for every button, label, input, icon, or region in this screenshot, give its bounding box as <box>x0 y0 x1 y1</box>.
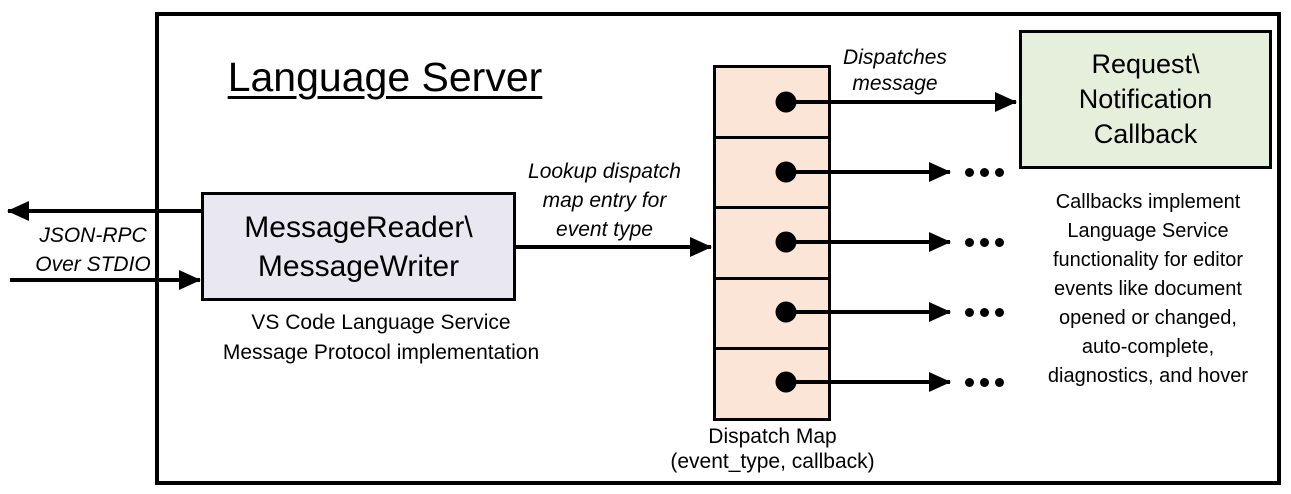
json-rpc-label: JSON-RPC Over STDIO <box>28 221 158 279</box>
dot-icon <box>980 168 989 177</box>
dispatches-message-label: Dispatches message <box>830 45 960 97</box>
json-rpc-label-line: Over STDIO <box>35 253 151 276</box>
callbacks-note-line: opened or changed, <box>1059 307 1237 329</box>
message-reader-label: MessageReader\ <box>244 210 473 244</box>
dispatches-label-line: message <box>852 72 938 95</box>
lookup-label-line: Lookup dispatch <box>528 160 681 183</box>
dot-icon <box>980 238 989 247</box>
dispatches-label-line: Dispatches <box>843 46 947 69</box>
dot-icon <box>980 308 989 317</box>
ellipsis-icon <box>965 168 1004 177</box>
dispatch-map-cell <box>716 68 828 139</box>
dispatch-map-caption-line: (event_type, callback) <box>670 450 875 473</box>
message-reader-writer-box: MessageReader\ MessageWriter <box>201 192 516 301</box>
callbacks-note-line: diagnostics, and hover <box>1047 365 1249 387</box>
dot-icon <box>995 378 1004 387</box>
dot-icon <box>965 168 974 177</box>
dot-icon <box>965 238 974 247</box>
callbacks-note-line: auto-complete, <box>1081 336 1215 358</box>
dispatch-map-caption-line: Dispatch Map <box>708 425 837 448</box>
dot-icon <box>980 378 989 387</box>
reader-caption-line: Message Protocol implementation <box>222 341 540 364</box>
callback-box-line: Callback <box>1093 119 1198 149</box>
callbacks-note-line: Language Service <box>1067 220 1229 242</box>
dispatch-map-cell <box>716 280 828 351</box>
dispatch-map-cell <box>716 139 828 210</box>
lookup-dispatch-label: Lookup dispatch map entry for event type <box>517 157 692 244</box>
dispatch-map <box>713 65 831 421</box>
page-title: Language Server <box>227 54 543 100</box>
lookup-label-line: event type <box>556 218 653 241</box>
language-server-box <box>155 12 1281 485</box>
callback-box-line: Request\ <box>1091 49 1200 79</box>
message-writer-label: MessageWriter <box>257 249 460 283</box>
reader-caption-line: VS Code Language Service <box>251 311 511 334</box>
dot-icon <box>965 308 974 317</box>
callback-box-line: Notification <box>1078 84 1213 114</box>
dot-icon <box>995 308 1004 317</box>
ellipsis-icon <box>965 238 1004 247</box>
callbacks-note: Callbacks implement Language Service fun… <box>1024 188 1272 391</box>
callbacks-note-line: events like document <box>1054 278 1242 300</box>
reader-caption: VS Code Language Service Message Protoco… <box>206 308 556 368</box>
dot-icon <box>995 168 1004 177</box>
dispatch-map-cell <box>716 209 828 280</box>
callbacks-note-line: Callbacks implement <box>1055 191 1241 213</box>
dot-icon <box>995 238 1004 247</box>
callbacks-note-line: functionality for editor <box>1052 249 1244 271</box>
lookup-label-line: map entry for <box>542 189 667 212</box>
request-notification-callback-box: Request\ Notification Callback <box>1019 30 1272 169</box>
dispatch-map-caption: Dispatch Map (event_type, callback) <box>650 424 895 474</box>
json-rpc-label-line: JSON-RPC <box>39 224 147 247</box>
dot-icon <box>965 378 974 387</box>
ellipsis-icon <box>965 308 1004 317</box>
dispatch-map-cell <box>716 350 828 418</box>
ellipsis-icon <box>965 378 1004 387</box>
